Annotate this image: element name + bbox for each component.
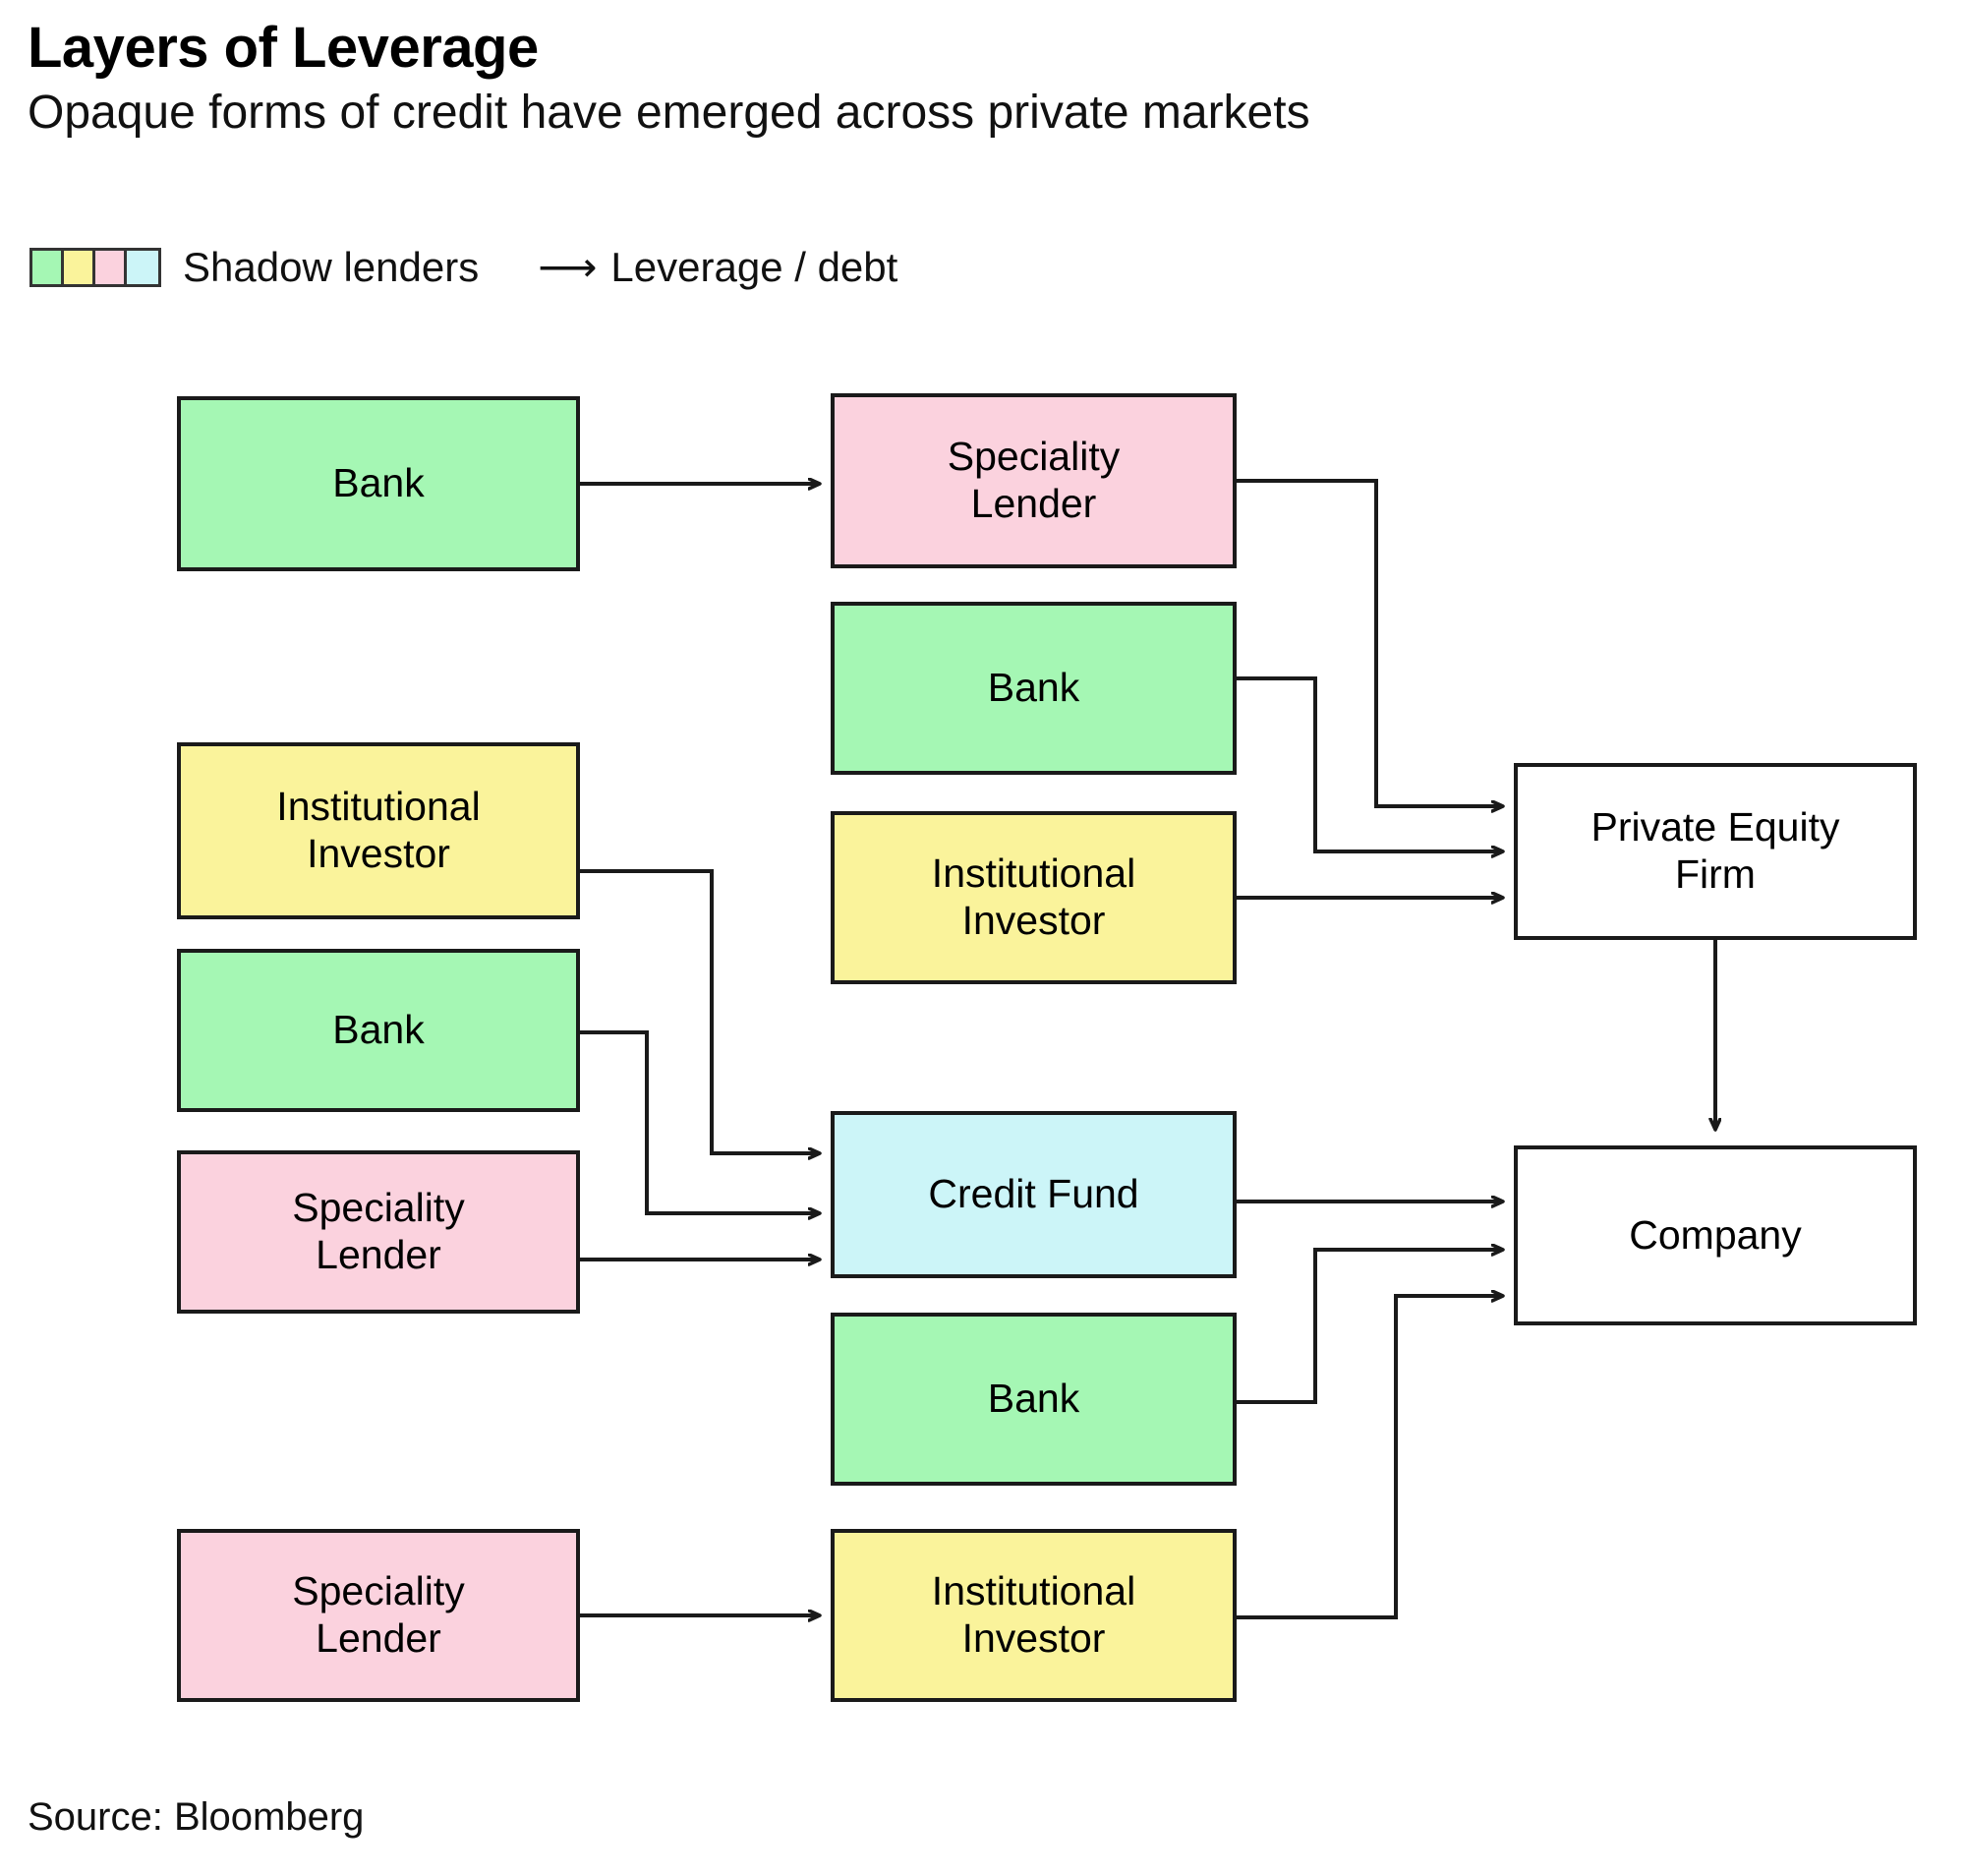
node-label: Bank <box>332 460 425 506</box>
legend-swatch-speciality-lender <box>95 251 127 284</box>
source-attribution: Source: Bloomberg <box>28 1795 365 1839</box>
edge-institutional-investor-to-company <box>1237 1296 1502 1619</box>
node-label: Bank <box>987 1376 1080 1422</box>
edge-institutional-investor-to-credit-fund <box>580 869 819 1153</box>
arrow-right-icon: ⟶ <box>538 244 598 290</box>
node-company[interactable]: Company <box>1514 1145 1917 1325</box>
page-subtitle: Opaque forms of credit have emerged acro… <box>28 87 1310 139</box>
edge-bank-to-credit-fund <box>580 1030 819 1213</box>
legend-swatch-credit-fund <box>127 251 158 284</box>
legend-swatch-group <box>29 248 161 287</box>
edge-bank-to-company <box>1237 1250 1502 1404</box>
page-title: Layers of Leverage <box>28 16 539 80</box>
legend-swatch-bank <box>32 251 64 284</box>
edge-bank-to-pe-firm <box>1237 676 1502 851</box>
node-label: Bank <box>332 1007 425 1053</box>
legend-swatch-institutional-investor <box>64 251 95 284</box>
edge-speciality-lender-to-pe-firm <box>1237 479 1502 806</box>
node-label: Credit Fund <box>928 1171 1139 1217</box>
legend-label-leverage-debt: Leverage / debt <box>610 244 898 290</box>
header: Layers of Leverage Opaque forms of credi… <box>28 20 1895 138</box>
node-credit-fund[interactable]: Credit Fund <box>831 1111 1237 1278</box>
node-label: Company <box>1629 1211 1802 1258</box>
node-label: Bank <box>987 665 1080 711</box>
legend: Shadow lenders ⟶ Leverage / debt <box>29 244 897 291</box>
node-bank-4[interactable]: Bank <box>831 1313 1237 1486</box>
legend-label-shadow-lenders: Shadow lenders <box>183 244 480 290</box>
node-bank-2[interactable]: Bank <box>831 602 1237 775</box>
node-bank-3[interactable]: Bank <box>177 949 580 1112</box>
node-bank-1[interactable]: Bank <box>177 396 580 571</box>
